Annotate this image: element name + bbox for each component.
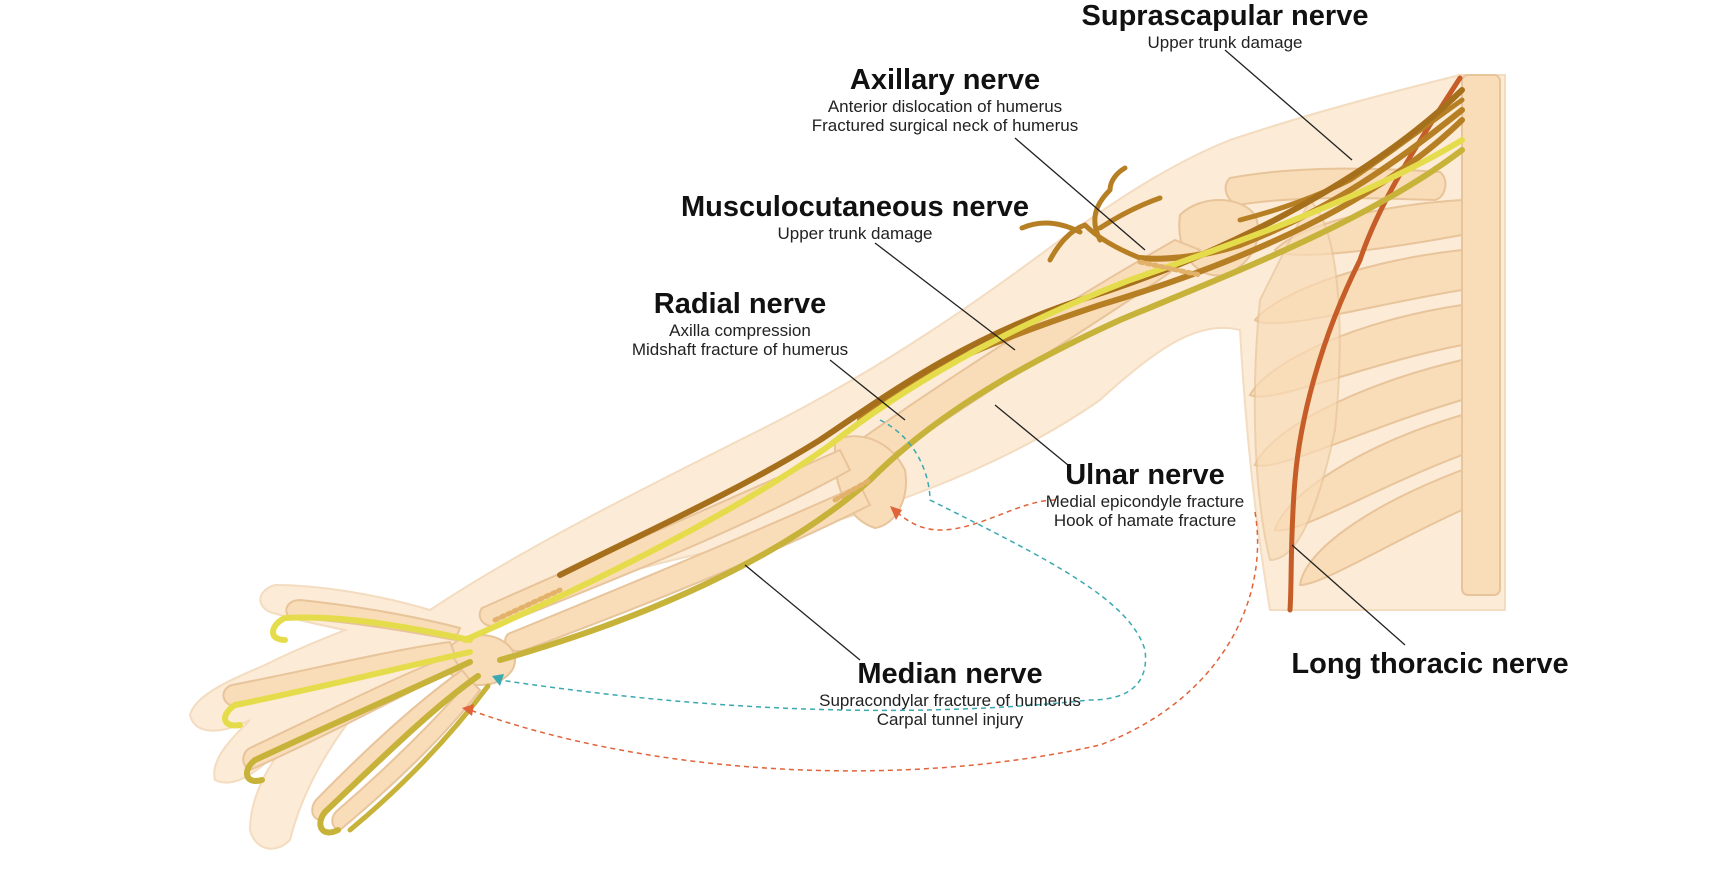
axillary-label: Axillary nerve Anterior dislocation of h… (755, 64, 1135, 135)
ulnar-label: Ulnar nerve Medial epicondyle fracture H… (1010, 459, 1280, 530)
rib (1298, 468, 1463, 587)
musculocutaneous-label: Musculocutaneous nerve Upper trunk damag… (655, 191, 1055, 243)
median-detail: Carpal tunnel injury (876, 710, 1024, 729)
orange-arrow-path (894, 499, 1056, 531)
nerve-dotted-segment (492, 587, 563, 623)
median-title: Median nerve (857, 658, 1043, 690)
teal-arrow-head (492, 674, 504, 686)
ulnar-title: Ulnar nerve (1065, 459, 1225, 491)
teal-arrow-path (499, 419, 1147, 712)
radial-detail: Axilla compression (669, 321, 811, 340)
reference-arrows (469, 419, 1259, 772)
orange-arrow-head (462, 704, 474, 716)
musculocutaneous-pointer (874, 242, 1016, 351)
scapula-bone (1253, 198, 1341, 562)
suprascapular-detail: Upper trunk damage (1147, 33, 1303, 52)
nerve-dotted-segment (1137, 259, 1203, 278)
musculocutaneous-title: Musculocutaneous nerve (680, 191, 1030, 223)
suprascapular-title: Suprascapular nerve (1081, 0, 1369, 32)
ulnar-detail: Hook of hamate fracture (1053, 511, 1237, 530)
musculocutaneous-detail: Upper trunk damage (777, 224, 933, 243)
median-pointer (744, 564, 861, 661)
axillary-detail: Anterior dislocation of humerus (827, 97, 1063, 116)
radial-title: Radial nerve (653, 288, 827, 320)
ulnar-detail: Medial epicondyle fracture (1045, 492, 1245, 511)
radial-label: Radial nerve Axilla compression Midshaft… (590, 288, 890, 359)
axillary-pointer (1014, 137, 1146, 251)
digital-nerve-path (244, 659, 473, 784)
digital-nerve-path (317, 673, 481, 836)
radial-detail: Midshaft fracture of humerus (631, 340, 849, 359)
digital-nerve-path (347, 683, 491, 833)
radial-nerve-path (557, 87, 1465, 578)
digital-nerve-path (270, 614, 473, 643)
orange-arrow-head (890, 506, 902, 520)
suprascapular-label: Suprascapular nerve Upper trunk damage (1050, 0, 1400, 52)
finger-bone (331, 678, 482, 832)
ulnar-pointer (994, 404, 1069, 466)
axillary-nerve-branch (1019, 165, 1163, 263)
radial-pointer (829, 359, 906, 421)
nerves (222, 75, 1465, 836)
nerve-dotted-segment (832, 477, 873, 503)
median-detail: Supracondylar fracture of humerus (819, 691, 1081, 710)
long-thoracic-title: Long thoracic nerve (1291, 648, 1569, 680)
median-nerve-path (462, 137, 1465, 643)
sternum-bone (1461, 74, 1501, 596)
digital-nerve-path (222, 649, 473, 729)
suprascapular-pointer (1224, 49, 1353, 161)
arrow-heads (462, 506, 902, 716)
axillary-detail: Fractured surgical neck of humerus (811, 116, 1079, 135)
long-thoracic-pointer (1291, 544, 1406, 646)
ulnar-nerve-path (497, 147, 1465, 663)
long-thoracic-label: Long thoracic nerve (1270, 648, 1590, 681)
orange-arrow-path (469, 511, 1259, 772)
median-label: Median nerve Supracondylar fracture of h… (780, 658, 1120, 729)
pointer-lines (744, 49, 1406, 661)
axillary-title: Axillary nerve (849, 64, 1041, 96)
